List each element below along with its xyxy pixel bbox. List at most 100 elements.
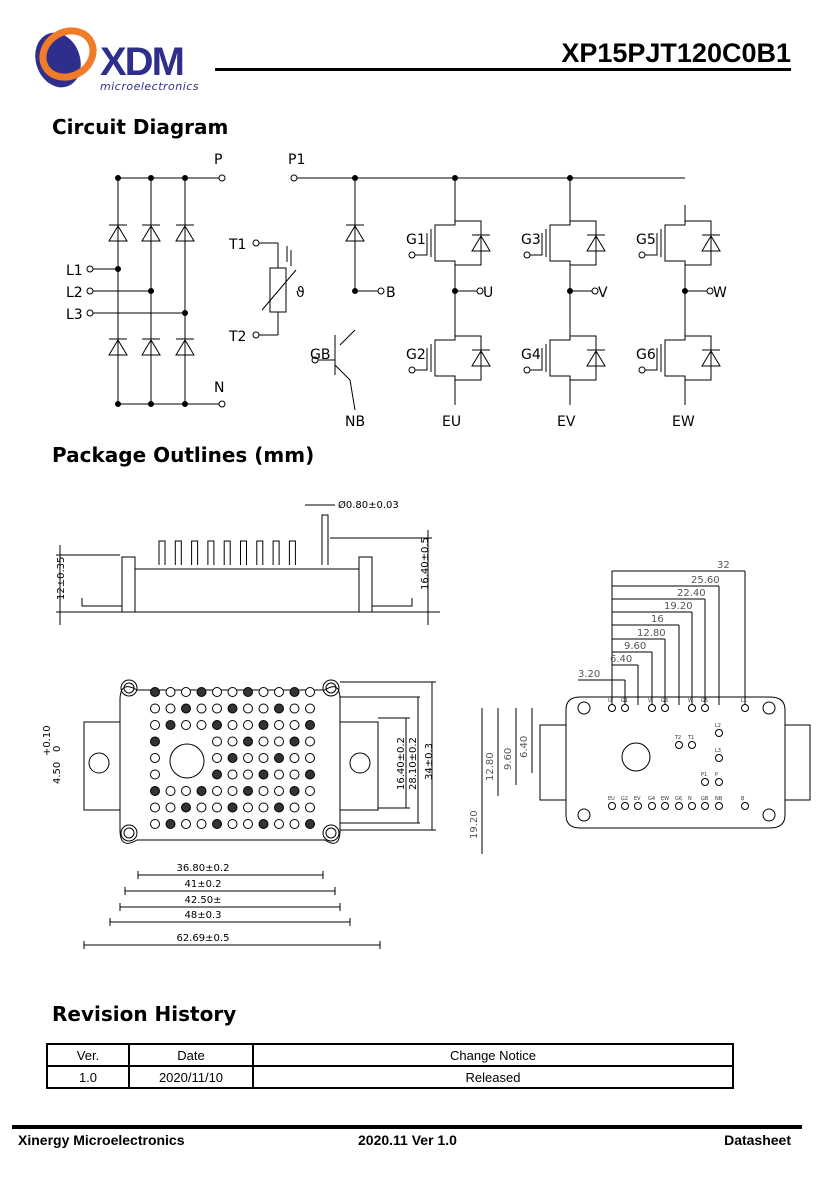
mount-hole: [322, 679, 340, 697]
pin: [661, 802, 669, 810]
diode-symbol: [345, 225, 365, 242]
section-title-revision: Revision History: [52, 1002, 237, 1026]
pin-hole: [289, 753, 300, 763]
pin-hole: [289, 703, 300, 714]
pin-dim-label-v: 9.60: [503, 748, 514, 770]
dim-line: [612, 664, 639, 705]
pin-label-middle: P1: [701, 772, 707, 778]
pin: [675, 741, 683, 749]
dim-42-50: 42.50±: [184, 895, 221, 906]
igbt-symbol: [415, 215, 456, 271]
pin-hole: [227, 720, 238, 730]
pin-hole: [212, 736, 222, 747]
pin-hole: [165, 802, 176, 813]
dim-line: [83, 941, 381, 949]
mount-hole-inner: [123, 827, 135, 839]
pin-hole: [181, 786, 191, 796]
pin-dim-label: 32: [717, 560, 730, 571]
pin-hole: [274, 720, 284, 730]
footer-version: 2020.11 Ver 1.0: [358, 1132, 457, 1148]
diode-symbol: [471, 235, 491, 252]
dim-34: 34±0.3: [424, 743, 435, 780]
pin-label-top: G5: [701, 698, 708, 704]
junction-dot: [352, 175, 358, 181]
pin-label-bottom: GB: [701, 796, 709, 802]
pin-dim-label-v: 12.80: [485, 752, 496, 781]
pin-label-bottom: G6: [675, 796, 682, 802]
freewheel-wire: [570, 335, 597, 381]
pin-label-middle: T2: [674, 735, 681, 741]
pin-hole: [165, 720, 176, 730]
pin-hole: [243, 687, 253, 697]
header-ver: Ver.: [46, 1043, 130, 1067]
pin-hole: [150, 687, 160, 697]
header-date: Date: [128, 1043, 254, 1067]
pin-hole: [243, 786, 253, 796]
pin-hole: [227, 736, 238, 747]
label-n: N: [214, 380, 224, 396]
diode-symbol: [141, 339, 161, 356]
dim-hole-tol-minus: 0: [52, 746, 63, 752]
pin: [621, 704, 629, 712]
pin-hole: [258, 819, 269, 829]
freewheel-wire: [455, 220, 482, 266]
label-g4: G4: [521, 347, 541, 363]
pin-hole: [305, 703, 315, 714]
dim-line: [612, 598, 706, 705]
pin-dim-label: 25.60: [691, 575, 720, 586]
mount-hole-inner: [123, 682, 135, 694]
dim-28-10: 28.10±0.2: [408, 737, 419, 790]
part-number: XP15PJT120C0B1: [561, 38, 791, 68]
diode-symbol: [471, 350, 491, 367]
side-pin: [223, 540, 231, 565]
pin-hole: [165, 786, 176, 796]
pin-label-bottom: EW: [661, 796, 669, 802]
side-body: [121, 556, 373, 613]
pin-label-bottom: NB: [715, 796, 723, 802]
logo-subtext: microelectronics: [100, 80, 200, 93]
pin-hole: [227, 687, 238, 697]
dim-hole: 4.50: [52, 762, 63, 784]
pin-hole: [196, 786, 207, 796]
terminal: [706, 287, 714, 295]
pin-hole: [212, 802, 222, 813]
logo-text: XDM: [100, 40, 185, 84]
layout-center-hole: [621, 742, 651, 772]
dim-line: [578, 571, 613, 705]
pin-hole: [227, 769, 238, 780]
pin-label-top: V: [648, 698, 652, 704]
pin-label-top: G1: [621, 698, 628, 704]
pin-dim-label: 9.60: [624, 641, 646, 652]
terminal: [377, 287, 385, 295]
dim-line: [612, 679, 626, 705]
mount-hole-inner: [325, 827, 337, 839]
side-pin: [288, 540, 296, 565]
pin-hole: [243, 802, 253, 813]
dim-line: [612, 624, 680, 705]
freewheel-wire: [570, 220, 597, 266]
pin-dim-label: 19.20: [664, 601, 693, 612]
pin-hole: [289, 736, 300, 747]
pin-hole: [305, 687, 315, 697]
pin-hole: [212, 819, 222, 829]
pin-label-middle: L3: [715, 748, 721, 754]
pin-label-middle: P: [715, 772, 718, 778]
dim-hole-tol-plus: +0.10: [42, 725, 53, 756]
pin-hole: [274, 819, 284, 829]
terminal: [252, 239, 260, 247]
diode-symbol: [586, 235, 606, 252]
pin: [688, 802, 696, 810]
label-nb: NB: [345, 414, 365, 430]
terminal: [86, 265, 94, 273]
pin-hole: [274, 753, 284, 763]
pin-hole: [196, 720, 207, 730]
pin: [648, 704, 656, 712]
pin-hole: [165, 819, 176, 829]
pin: [634, 802, 642, 810]
junction-dot: [148, 175, 154, 181]
pin-hole: [258, 802, 269, 813]
terminal: [290, 174, 298, 182]
junction-dot: [148, 288, 154, 294]
pin-hole: [305, 736, 315, 747]
